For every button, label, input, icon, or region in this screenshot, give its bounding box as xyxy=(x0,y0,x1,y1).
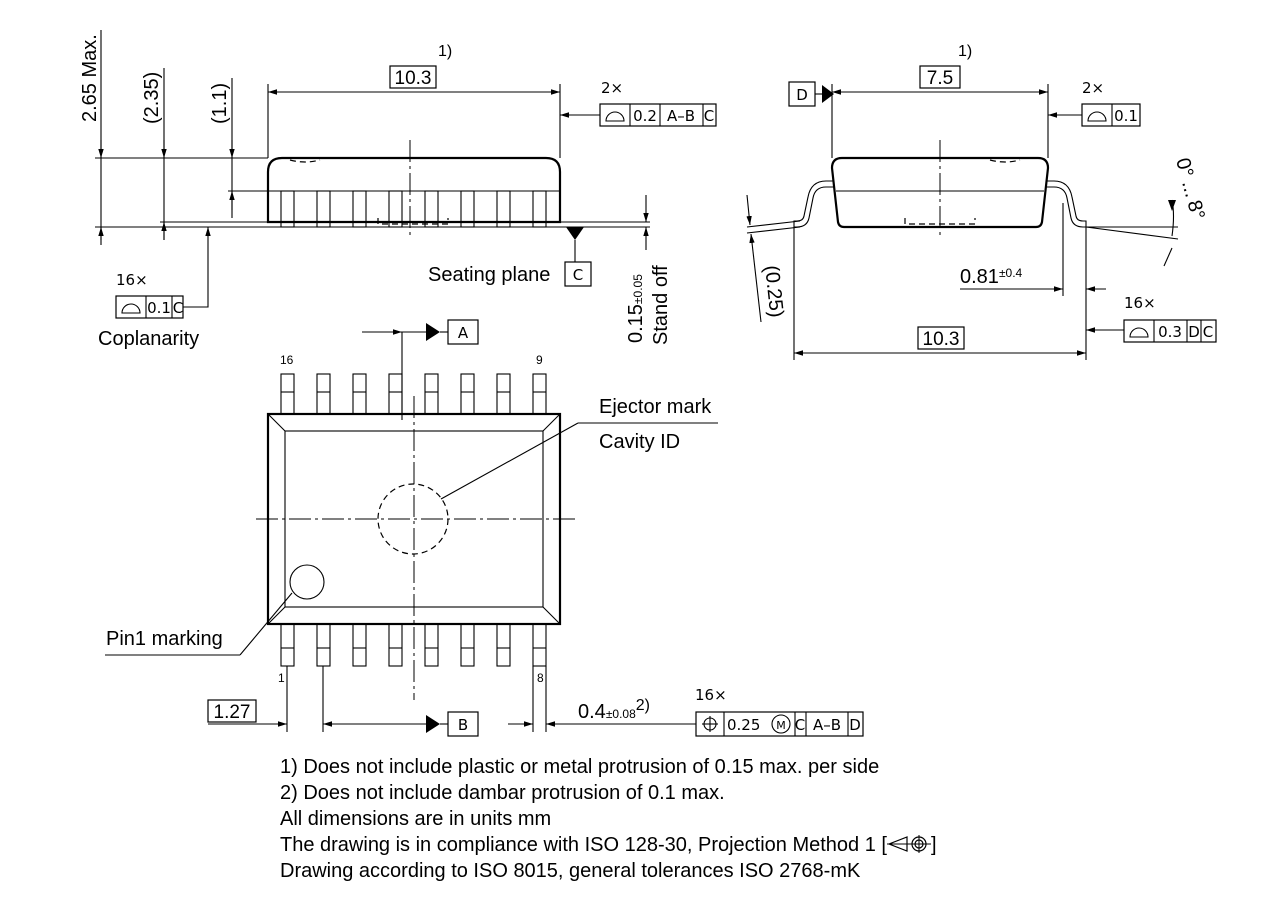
dim-max-height: 2.65 Max. xyxy=(79,34,101,122)
note-5: Drawing according to ISO 8015, general t… xyxy=(280,860,861,882)
dim-pitch: 1.27 xyxy=(214,702,251,723)
svg-text:0.1: 0.1 xyxy=(147,299,171,317)
svg-text:0.2: 0.2 xyxy=(633,107,657,125)
profile-icon xyxy=(1087,111,1107,122)
datum-a: A xyxy=(458,324,469,342)
datum-b: B xyxy=(458,716,468,734)
svg-text:D: D xyxy=(849,716,861,734)
note-4-close: ] xyxy=(930,834,937,856)
svg-text:16×: 16× xyxy=(116,271,148,289)
svg-text:C: C xyxy=(795,716,805,734)
dim-body-height: (2.35) xyxy=(141,72,163,124)
ejector-label: Ejector mark xyxy=(599,396,712,418)
lead-length: 0.81±0.4 xyxy=(960,266,1023,288)
profile-icon xyxy=(605,111,625,122)
svg-text:2×: 2× xyxy=(601,79,623,97)
notes-block: 1) Does not include plastic or metal pro… xyxy=(280,754,1260,884)
svg-text:2×: 2× xyxy=(1082,79,1104,97)
dim-upper-height: (1.1) xyxy=(209,83,231,124)
lead-width: 0.4±0.082) xyxy=(578,697,650,723)
coplanarity-label: Coplanarity xyxy=(98,328,199,350)
angle-range: 0°...8° xyxy=(1171,156,1209,222)
datum-d: D xyxy=(796,86,808,104)
svg-text:A–B: A–B xyxy=(667,107,695,125)
flatness-frame: 0.2 A–B C xyxy=(599,103,717,127)
end-body-outline xyxy=(830,156,1050,229)
cavity-label: Cavity ID xyxy=(599,431,680,453)
seating-datum: C xyxy=(573,266,583,284)
pin-1-label: 1 xyxy=(278,671,285,685)
coplanarity-frame: 0.1 C xyxy=(115,295,184,319)
end-lead-right xyxy=(1046,180,1087,228)
pin-16-label: 16 xyxy=(280,353,294,367)
svg-text:1): 1) xyxy=(438,43,452,60)
note-4-text: The drawing is in compliance with ISO 12… xyxy=(280,834,887,856)
end-flatness-frame: 0.1 xyxy=(1081,103,1141,127)
svg-text:16×: 16× xyxy=(1124,294,1156,312)
top-leads-lower xyxy=(280,623,547,667)
svg-text:0.25: 0.25 xyxy=(727,716,760,734)
pin-9-label: 9 xyxy=(536,353,543,367)
ejector-mark-circle xyxy=(377,483,449,555)
end-view: 7.5 1) D 2× 0.1 0°...8° (0.25) xyxy=(746,43,1217,360)
dim-overall-width: 10.3 xyxy=(923,329,960,350)
lead-thickness: (0.25) xyxy=(760,264,787,318)
svg-text:M: M xyxy=(776,719,786,732)
svg-text:0.3: 0.3 xyxy=(1158,323,1182,341)
note-3: All dimensions are in units mm xyxy=(280,808,552,830)
seating-plane-label: Seating plane xyxy=(428,264,550,286)
side-body-outline xyxy=(266,156,562,224)
svg-text:D: D xyxy=(1188,323,1200,341)
side-view: 2.65 Max. (2.35) (1.1) 10.3 1) 2× 0.2 A–… xyxy=(79,30,717,350)
svg-text:C: C xyxy=(173,299,183,317)
note-1: 1) Does not include plastic or metal pro… xyxy=(280,756,880,778)
svg-text:A–B: A–B xyxy=(813,716,841,734)
pin1-mark-circle xyxy=(289,564,325,600)
position-frame: 0.25 M C A–B D xyxy=(695,711,864,737)
profile-icon xyxy=(121,303,141,314)
pin1-label: Pin1 marking xyxy=(106,628,223,650)
mmc-circle xyxy=(771,714,791,734)
svg-text:0.1: 0.1 xyxy=(1114,107,1138,125)
dim-width: 7.5 xyxy=(927,68,953,89)
standoff-dim: 0.15±0.05 xyxy=(625,274,647,343)
svg-text:16×: 16× xyxy=(695,686,727,704)
standoff-label: Stand off xyxy=(650,265,672,345)
note-4: The drawing is in compliance with ISO 12… xyxy=(280,832,1260,858)
note-2: 2) Does not include dambar protrusion of… xyxy=(280,782,725,804)
dim-length: 10.3 xyxy=(395,68,432,89)
position-icon xyxy=(702,716,718,732)
top-view: A 16 9 Ejector mark Cavity ID xyxy=(105,319,864,737)
svg-text:C: C xyxy=(1203,323,1213,341)
pin-8-label: 8 xyxy=(537,671,544,685)
projection-method-icon xyxy=(886,835,931,853)
svg-text:C: C xyxy=(704,107,714,125)
profile-icon xyxy=(1129,327,1149,338)
end-profile-frame: 0.3 D C xyxy=(1123,319,1217,343)
svg-text:1): 1) xyxy=(958,43,972,60)
end-lead-left xyxy=(793,180,834,228)
